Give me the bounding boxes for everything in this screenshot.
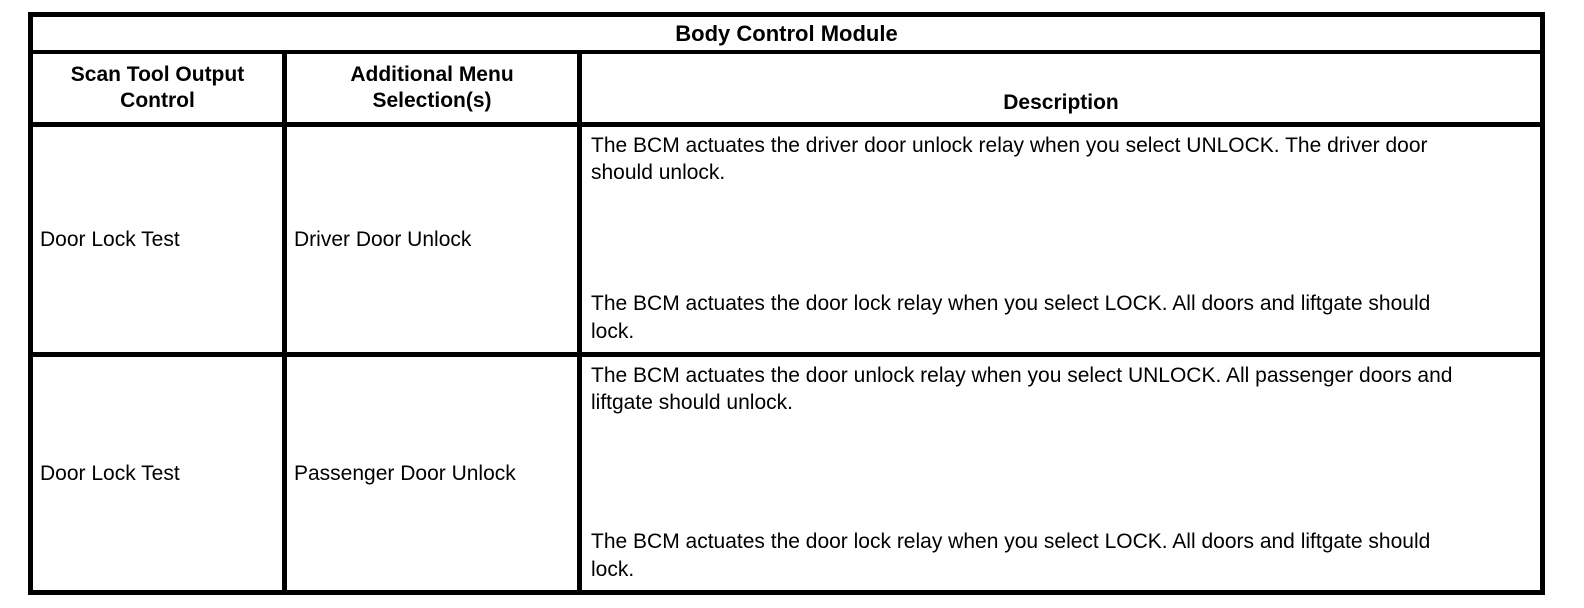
- description-paragraph: The BCM actuates the driver door unlock …: [591, 134, 1428, 185]
- description-paragraph: The BCM actuates the door lock relay whe…: [591, 292, 1431, 343]
- cell-text: Door Lock Test: [40, 227, 180, 251]
- column-header-label: Additional Menu Selection(s): [350, 62, 514, 112]
- cell-description: The BCM actuates the door unlock relay w…: [582, 357, 1540, 590]
- body-control-module-table: Body Control Module Scan Tool Output Con…: [28, 12, 1545, 595]
- column-header-label: Scan Tool Output Control: [70, 62, 245, 112]
- cell-text: Driver Door Unlock: [294, 227, 472, 251]
- cell-scan-tool-output-control: Door Lock Test: [33, 127, 287, 352]
- description-paragraph: The BCM actuates the door unlock relay w…: [591, 364, 1453, 415]
- table-title: Body Control Module: [33, 17, 1540, 54]
- cell-additional-menu-selection: Driver Door Unlock: [287, 127, 582, 352]
- column-header-scan-tool-output-control: Scan Tool Output Control: [33, 54, 287, 122]
- column-header-additional-menu-selections: Additional Menu Selection(s): [287, 54, 582, 122]
- table-row: Door Lock Test Passenger Door Unlock The…: [33, 357, 1540, 590]
- cell-additional-menu-selection: Passenger Door Unlock: [287, 357, 582, 590]
- column-header-label: Description: [1003, 90, 1119, 114]
- cell-text: Passenger Door Unlock: [294, 461, 516, 485]
- cell-description: The BCM actuates the driver door unlock …: [582, 127, 1540, 352]
- cell-scan-tool-output-control: Door Lock Test: [33, 357, 287, 590]
- cell-text: Door Lock Test: [40, 461, 180, 485]
- table-header-row: Scan Tool Output Control Additional Menu…: [33, 54, 1540, 127]
- column-header-description: Description: [582, 54, 1540, 122]
- table-row: Door Lock Test Driver Door Unlock The BC…: [33, 127, 1540, 357]
- description-paragraph: The BCM actuates the door lock relay whe…: [591, 530, 1431, 581]
